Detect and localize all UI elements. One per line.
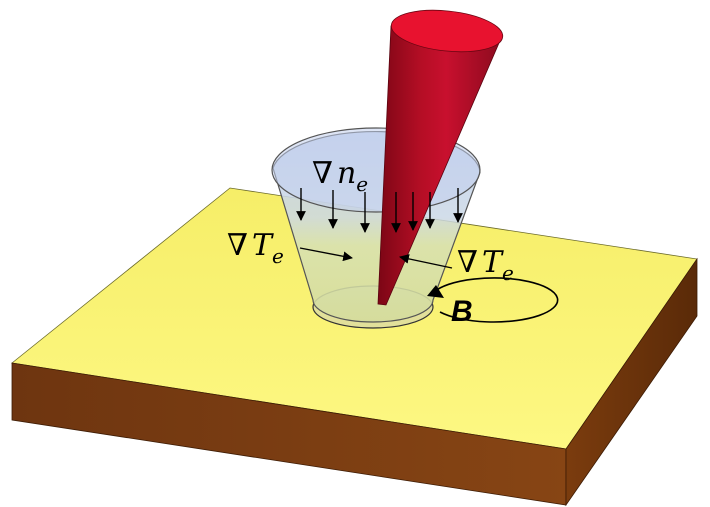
temperature-subscript: e	[272, 244, 284, 268]
grad-te-left-label: ∇Te	[227, 228, 284, 268]
temperature-variable: T	[252, 228, 274, 263]
nabla-symbol: ∇	[312, 156, 333, 191]
magnetic-field-loop	[427, 277, 559, 323]
laser-beam	[377, 9, 504, 306]
grad-ne-label: ∇ne	[312, 156, 368, 196]
circular-arrow-icon	[433, 277, 559, 323]
magnetic-field-label: B	[451, 295, 473, 328]
field-arrowhead	[427, 285, 444, 298]
grad-te-right-label: ∇Te	[457, 245, 514, 285]
arrow-icon	[299, 247, 353, 262]
arrow-icon	[399, 254, 453, 269]
nabla-symbol: ∇	[457, 245, 478, 280]
beam-top-face	[390, 9, 504, 53]
nabla-symbol: ∇	[227, 228, 248, 263]
temperature-subscript: e	[502, 261, 514, 285]
density-subscript: e	[356, 172, 368, 196]
density-variable: n	[337, 156, 356, 191]
density-gradient-arrows	[296, 188, 463, 233]
temperature-variable: T	[482, 245, 504, 280]
slab-side-face	[565, 257, 698, 507]
